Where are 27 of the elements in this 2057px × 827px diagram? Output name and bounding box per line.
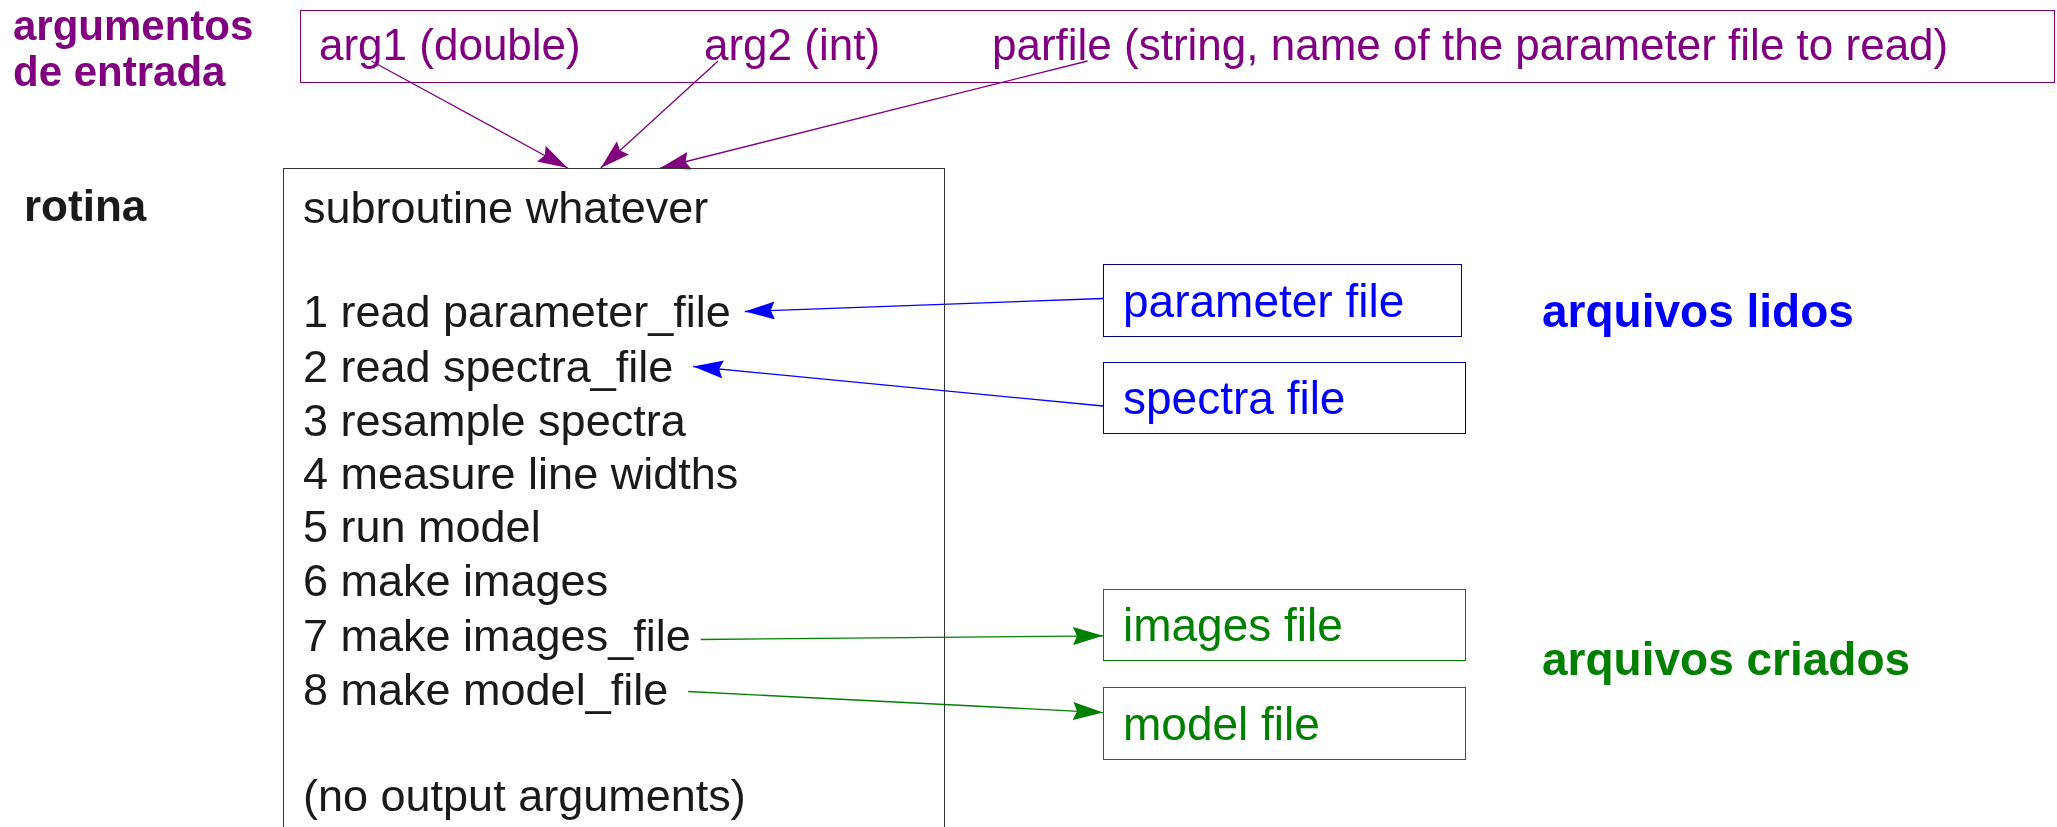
- step-text: 7 make images_file: [303, 613, 691, 658]
- group-label: rotina: [24, 184, 147, 228]
- arrow: [600, 60, 719, 169]
- argument-text: parfile (string, name of the parameter file to read): [992, 23, 1949, 67]
- step-text: 1 read parameter_file: [303, 289, 731, 334]
- file-box: spectra file: [1103, 362, 1466, 434]
- step-text: 5 run model: [303, 504, 541, 549]
- file-box: parameter file: [1103, 264, 1462, 337]
- argument-text: arg2 (int): [704, 23, 881, 67]
- routine-title: subroutine whatever: [303, 185, 709, 230]
- step-text: 8 make model_file: [303, 667, 669, 712]
- file-box: images file: [1103, 589, 1466, 661]
- arrow: [687, 690, 1104, 720]
- argument-text: arg1 (double): [319, 23, 581, 67]
- file-box: model file: [1103, 687, 1466, 760]
- arrow: [370, 60, 569, 169]
- step-text: 4 measure line widths: [303, 451, 739, 496]
- arrow: [700, 627, 1104, 646]
- group-heading: argumentos de entrada: [13, 3, 255, 96]
- step-text: 3 resample spectra: [303, 398, 686, 443]
- arrow: [692, 360, 1104, 407]
- step-text: 6 make images: [303, 558, 609, 603]
- routine-box: [283, 168, 945, 827]
- arrow: [659, 60, 1089, 170]
- arrow: [744, 297, 1104, 320]
- step-text: 2 read spectra_file: [303, 344, 674, 389]
- routine-note: (no output arguments): [303, 773, 746, 818]
